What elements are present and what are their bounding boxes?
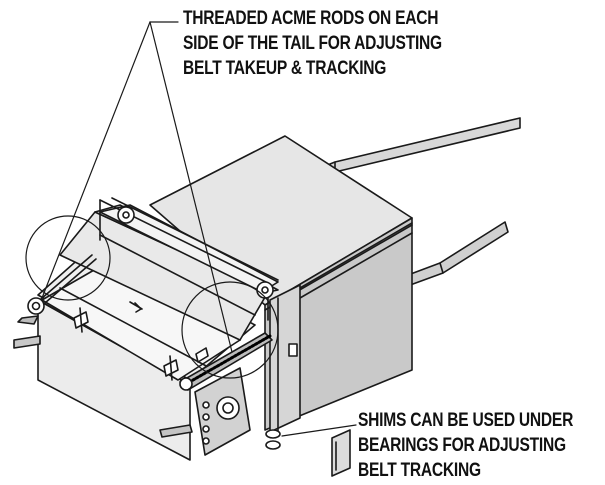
- callout-acme-rods-line-2: SIDE OF THE TAIL FOR ADJUSTING: [183, 33, 442, 54]
- belt-clip-right: [163, 355, 179, 381]
- belt-clip-left: [73, 307, 89, 333]
- callout-shims: SHIMS CAN BE USED UNDER BEARINGS FOR ADJ…: [358, 408, 573, 483]
- detail-circle-left: [25, 215, 111, 301]
- shim-plate: [331, 429, 351, 477]
- callout-shims-line-2: BEARINGS FOR ADJUSTING: [358, 435, 566, 456]
- leader-acme-rods: [41, 21, 233, 353]
- side-latch: [13, 335, 41, 349]
- callout-shims-line-3: BELT TRACKING: [358, 460, 481, 481]
- leader-shims: [281, 424, 357, 437]
- callout-acme-rods: THREADED ACME RODS ON EACH SIDE OF THE T…: [183, 6, 442, 81]
- acme-rod-right: [179, 332, 273, 391]
- callout-acme-rods-line-3: BELT TAKEUP & TRACKING: [183, 58, 387, 79]
- detail-circle-right: [181, 281, 279, 379]
- side-channel-frame: [269, 284, 301, 433]
- bearing-assembly: [159, 367, 251, 456]
- top-guard-bar: [99, 197, 279, 321]
- box-housing: [149, 135, 413, 431]
- callout-acme-rods-line-1: THREADED ACME RODS ON EACH: [183, 8, 439, 29]
- belt-clip-center: [195, 347, 209, 363]
- support-foot: [265, 429, 281, 450]
- callout-shims-line-1: SHIMS CAN BE USED UNDER: [358, 410, 574, 431]
- rear-rail-lower: [399, 221, 509, 289]
- acme-rod-left: [17, 254, 97, 325]
